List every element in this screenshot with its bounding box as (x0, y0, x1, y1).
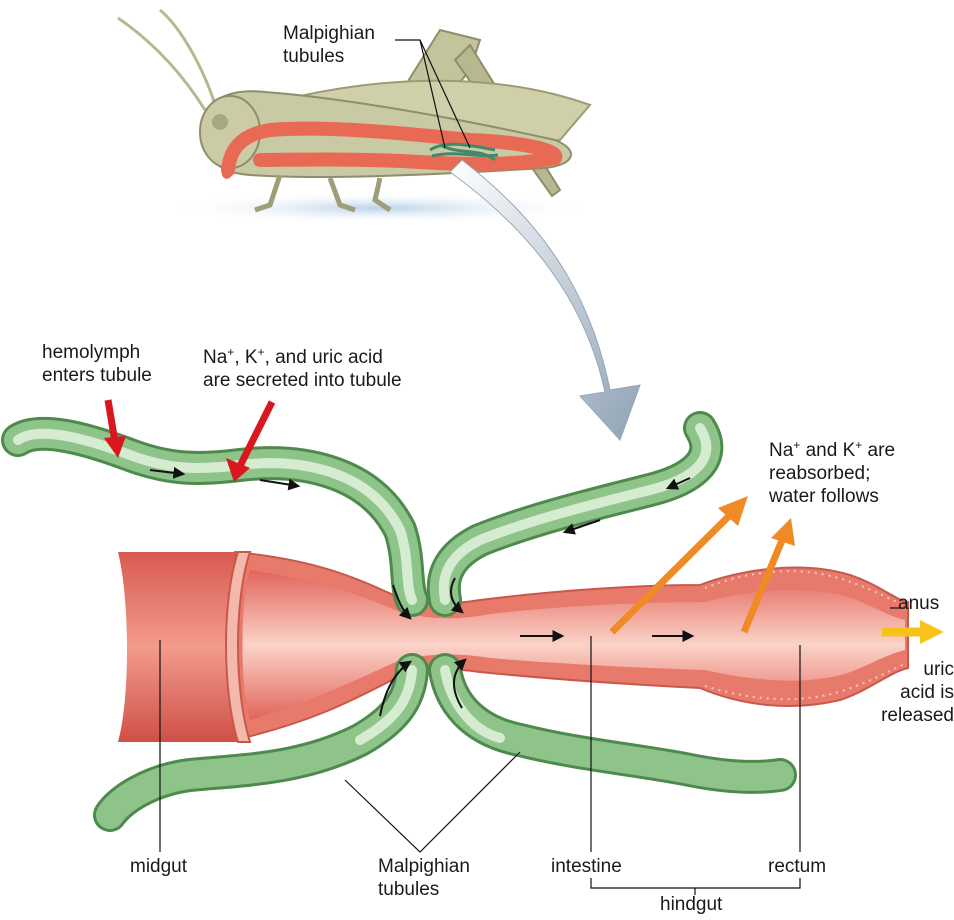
hindgut-label: hindgut (660, 893, 722, 916)
malpighian-tubules-top-label: Malpighian tubules (283, 22, 375, 68)
secretion-label: Na+, K+, and uric acid are secreted into… (203, 341, 402, 392)
antenna (160, 10, 215, 104)
rectum-label: rectum (768, 855, 826, 878)
malpighian-tubules-bottom-label: Malpighian tubules (378, 855, 470, 901)
gut-cross-section (118, 552, 908, 742)
anus-label: anus (898, 592, 939, 615)
hemolymph-label: hemolymph enters tubule (42, 341, 152, 387)
antenna (118, 18, 205, 110)
reabsorption-label: Na+ and K+ are reabsorbed; water follows (769, 434, 895, 508)
midgut-label: midgut (130, 855, 187, 878)
ground-shadow (160, 192, 600, 224)
hindgut-bracket (591, 878, 800, 888)
midgut (118, 552, 238, 742)
intestine-label: intestine (551, 855, 622, 878)
uric-acid-release-arrowhead (920, 620, 944, 644)
reabsorption-arrowhead (771, 518, 795, 546)
uric-acid-released-label: uric acid is released (881, 658, 954, 727)
eye (212, 114, 228, 130)
malpighian-bottom-leader (345, 752, 520, 852)
